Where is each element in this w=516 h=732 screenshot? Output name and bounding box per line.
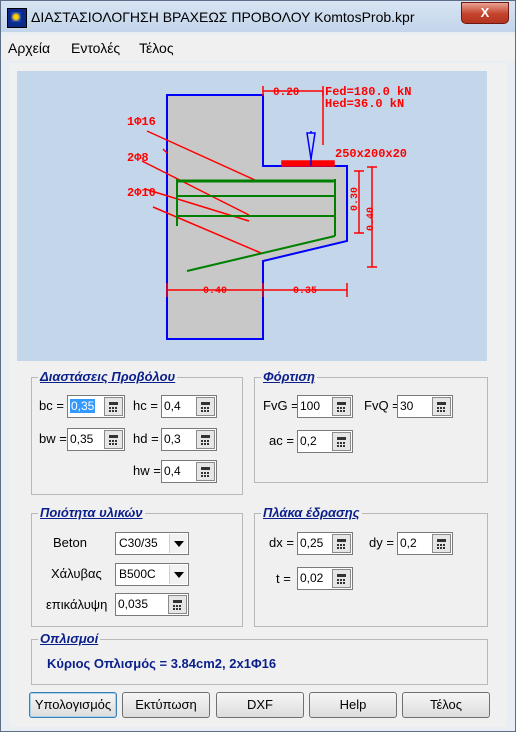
hd-value: 0,3 — [164, 432, 181, 446]
calculator-icon[interactable] — [196, 462, 215, 481]
hw-label: hw = — [133, 463, 161, 478]
close-button[interactable]: X — [461, 2, 509, 24]
dim-v2-label: 0.40 — [366, 207, 377, 231]
main-reinforcement-result: Κύριος Οπλισμός = 3.84cm2, 2x1Φ16 — [47, 656, 277, 671]
ac-field[interactable]: 0,2 — [297, 430, 353, 453]
exit-button[interactable]: Τέλος — [402, 692, 490, 718]
calculator-icon[interactable] — [332, 397, 351, 416]
fvg-value: 100 — [300, 399, 321, 413]
steel-label: Χάλυβας — [51, 566, 102, 581]
cover-label: επικάλυψη — [46, 597, 108, 612]
calculator-icon[interactable] — [332, 534, 351, 553]
loading-group: Φόρτιση — [254, 369, 488, 483]
dim-b1-label: 0.40 — [203, 286, 227, 297]
calculator-icon[interactable] — [196, 430, 215, 449]
menu-exit[interactable]: Τέλος — [139, 40, 174, 56]
load-fed-label: Fed=180.0 kN — [325, 85, 411, 99]
t-value: 0,02 — [300, 571, 324, 585]
dx-label: dx = — [269, 535, 294, 550]
calculator-icon[interactable] — [196, 397, 215, 416]
plate-group: Πλάκα έδρασης — [254, 505, 488, 627]
reinforcement-title: Οπλισμοί — [38, 631, 101, 646]
dy-label: dy = — [369, 535, 394, 550]
t-label: t = — [276, 571, 291, 586]
bc-label: bc = — [39, 398, 64, 413]
dx-value: 0,25 — [300, 536, 324, 550]
menu-bar: Αρχεία Εντολές Τέλος — [1, 35, 515, 61]
hc-field[interactable]: 0,4 — [161, 395, 217, 418]
bc-field[interactable]: 0,35 — [67, 395, 125, 418]
calculator-icon[interactable] — [168, 595, 187, 614]
plate-title: Πλάκα έδρασης — [261, 505, 362, 520]
bw-label: bw = — [39, 431, 67, 446]
hc-label: hc = — [133, 398, 158, 413]
dim-v1-label: 0.30 — [350, 187, 361, 211]
load-hed-label: Hed=36.0 kN — [325, 97, 404, 111]
hw-field[interactable]: 0,4 — [161, 460, 217, 483]
calculator-icon[interactable] — [104, 397, 123, 416]
bc-value: 0,35 — [70, 399, 96, 413]
calculate-button[interactable]: Υπολογισμός — [29, 692, 117, 718]
materials-title: Ποιότητα υλικών — [38, 505, 145, 520]
title-bar[interactable]: ΔΙΑΣΤΑΣΙΟΛΟΓΗΣΗ ΒΡΑΧΕΩΣ ΠΡΟΒΟΛΟΥ KomtosP… — [1, 1, 515, 32]
dy-field[interactable]: 0,2 — [397, 532, 453, 555]
cover-field[interactable]: 0,035 — [115, 593, 189, 616]
bw-field[interactable]: 0,35 — [67, 428, 125, 451]
fvq-field[interactable]: 30 — [397, 395, 453, 418]
chevron-down-icon[interactable] — [169, 534, 187, 553]
steel-select[interactable]: B500C — [115, 563, 189, 586]
steel-value: B500C — [119, 567, 156, 581]
hd-label: hd = — [133, 431, 159, 446]
materials-group: Ποιότητα υλικών — [31, 505, 243, 627]
loading-title: Φόρτιση — [261, 369, 317, 384]
ac-label: ac = — [269, 433, 294, 448]
calculator-icon[interactable] — [432, 534, 451, 553]
plate-label: 250x200x20 — [335, 147, 407, 161]
hd-field[interactable]: 0,3 — [161, 428, 217, 451]
beton-label: Beton — [53, 535, 87, 550]
menu-files[interactable]: Αρχεία — [8, 40, 51, 56]
fvq-label: FvQ = — [364, 398, 400, 413]
dimensions-group: Διαστάσεις Προβόλου — [31, 369, 243, 495]
fvq-value: 30 — [400, 399, 414, 413]
app-icon — [7, 8, 27, 28]
ac-value: 0,2 — [300, 434, 317, 448]
menu-commands[interactable]: Εντολές — [71, 40, 121, 56]
beton-value: C30/35 — [119, 536, 158, 550]
hc-value: 0,4 — [164, 399, 181, 413]
dim-b2-label: 0.35 — [293, 286, 317, 297]
print-button[interactable]: Εκτύπωση — [122, 692, 210, 718]
bar1-label: 1Φ16 — [127, 115, 156, 129]
dx-field[interactable]: 0,25 — [297, 532, 353, 555]
help-button[interactable]: Help — [309, 692, 397, 718]
dim-top-label: 0.20 — [273, 87, 299, 99]
bar3-label: 2Φ10 — [127, 186, 156, 200]
annotation-lines — [141, 86, 377, 297]
reinforcement-group: Οπλισμοί — [31, 631, 488, 685]
hw-value: 0,4 — [164, 464, 181, 478]
load-arrow — [306, 131, 316, 166]
cover-value: 0,035 — [118, 597, 149, 611]
corbel-drawing: 0.20 Fed=180.0 kN Hed=36.0 kN 250x200x20… — [17, 71, 487, 361]
calculator-icon[interactable] — [432, 397, 451, 416]
fvg-field[interactable]: 100 — [297, 395, 353, 418]
beton-select[interactable]: C30/35 — [115, 532, 189, 555]
dxf-button[interactable]: DXF — [216, 692, 304, 718]
calculator-icon[interactable] — [332, 432, 351, 451]
fvg-label: FvG = — [263, 398, 299, 413]
dy-value: 0,2 — [400, 536, 417, 550]
dimensions-title: Διαστάσεις Προβόλου — [38, 369, 178, 384]
calculator-icon[interactable] — [332, 569, 351, 588]
bw-value: 0,35 — [70, 432, 94, 446]
calculator-icon[interactable] — [104, 430, 123, 449]
chevron-down-icon[interactable] — [169, 565, 187, 584]
bar2-label: 2Φ8 — [127, 151, 149, 165]
window-title: ΔΙΑΣΤΑΣΙΟΛΟΓΗΣΗ ΒΡΑΧΕΩΣ ΠΡΟΒΟΛΟΥ KomtosP… — [31, 9, 415, 25]
t-field[interactable]: 0,02 — [297, 567, 353, 590]
rebars — [176, 179, 336, 272]
